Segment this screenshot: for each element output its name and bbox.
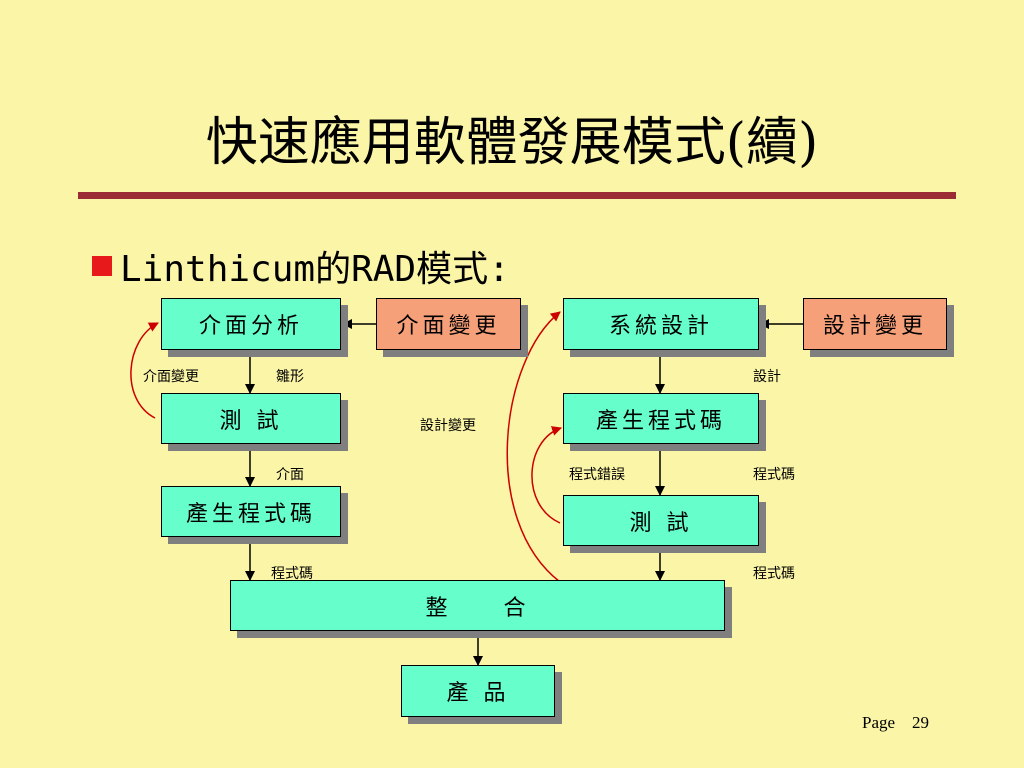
title-divider	[78, 192, 956, 199]
box-test-right: 測 試	[563, 495, 759, 546]
label-code-right-2: 程式碼	[753, 566, 795, 582]
label-interface: 介面	[276, 467, 304, 483]
label-interface-change: 介面變更	[143, 369, 199, 385]
bullet-square-icon	[92, 256, 112, 276]
box-test-left: 測 試	[161, 393, 341, 444]
box-system-design: 系統設計	[563, 298, 759, 350]
label-code-error: 程式錯誤	[569, 467, 625, 483]
box-gencode-right: 產生程式碼	[563, 393, 759, 444]
feedback-test-to-gencode	[531, 426, 562, 524]
box-gencode-left: 產生程式碼	[161, 486, 341, 537]
page-title: 快速應用軟體發展模式(續)	[205, 113, 819, 173]
label-code-left: 程式碼	[271, 566, 313, 582]
box-design-change: 設計變更	[803, 298, 947, 350]
feedback-integrate-to-design	[506, 311, 561, 583]
label-code-right-1: 程式碼	[753, 467, 795, 483]
box-product: 產 品	[401, 665, 555, 717]
box-integrate: 整 合	[230, 580, 725, 631]
page-number: Page 29	[862, 713, 930, 732]
label-prototype: 雛形	[276, 369, 304, 385]
feedback-test-to-analysis	[130, 322, 159, 419]
label-design-change: 設計變更	[420, 418, 476, 434]
box-interface-analysis: 介面分析	[161, 298, 341, 350]
bullet-item: Linthicum的RAD模式:	[92, 240, 510, 292]
label-design: 設計	[753, 369, 781, 385]
box-interface-change: 介面變更	[376, 298, 521, 350]
bullet-text: Linthicum的RAD模式:	[120, 249, 510, 290]
